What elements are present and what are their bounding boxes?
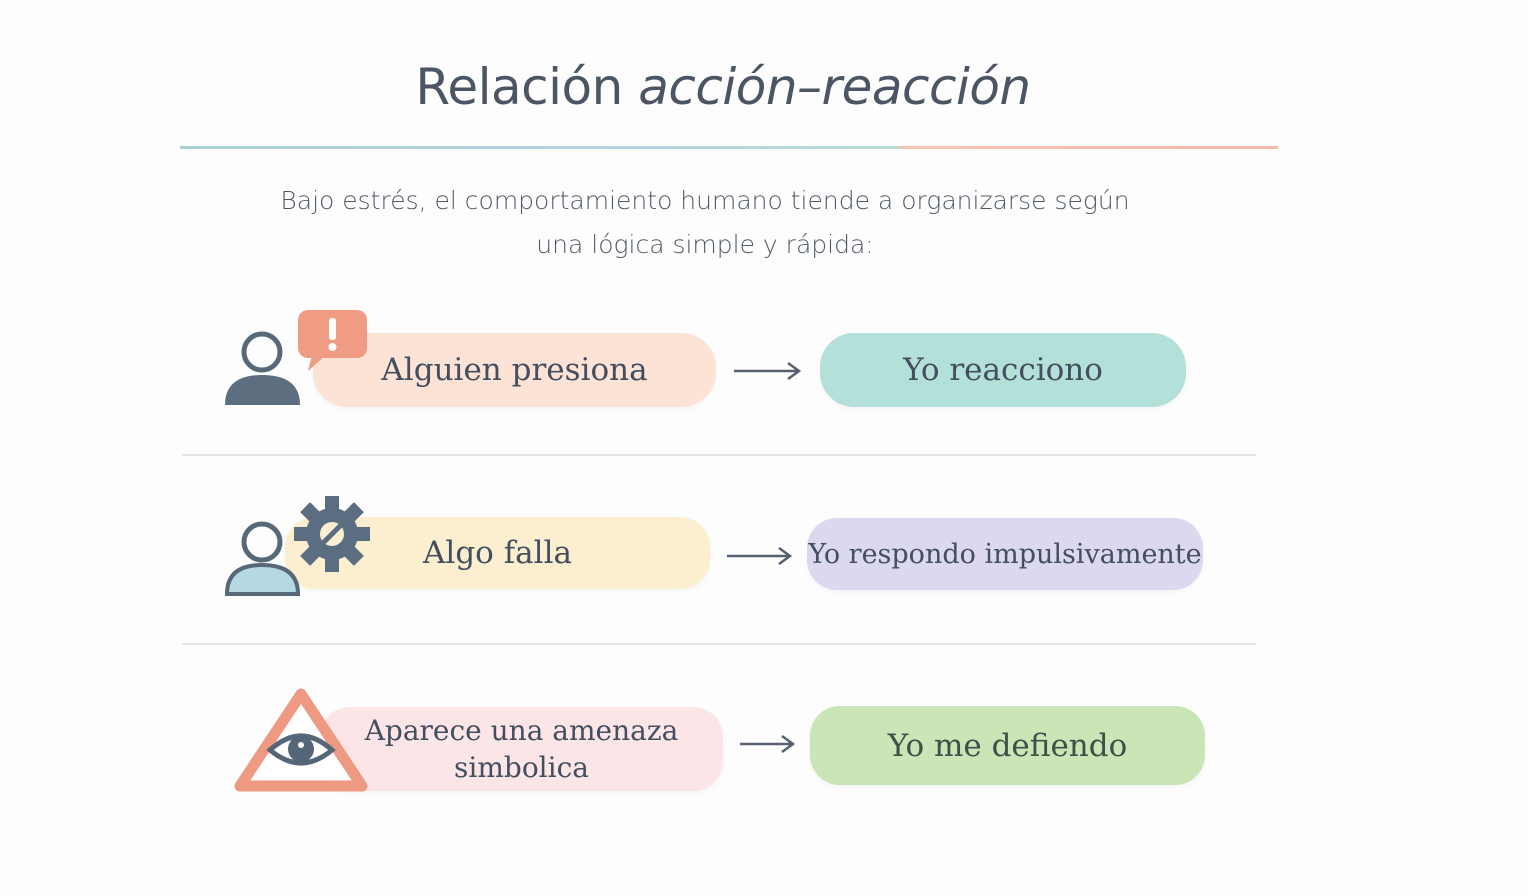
arrow-right-icon [734, 361, 802, 381]
title-italic: acción–reacción [638, 58, 1031, 116]
warning-eye-icon [234, 688, 368, 792]
person-broken-gear-icon [224, 496, 370, 596]
title-plain: Relación [415, 58, 639, 116]
subtitle-line-1: Bajo estrés, el comportamiento humano ti… [280, 186, 1130, 215]
row-divider [182, 643, 1256, 645]
reaction-pill-3: Yo me defiendo [810, 706, 1205, 785]
action-pill-1: Alguien presiona [313, 333, 716, 407]
arrow-right-icon [740, 734, 796, 754]
action-pill-2: Algo falla [285, 517, 710, 589]
row-divider [182, 454, 1256, 456]
action-pill-3: Aparece una amenaza simbolica [320, 707, 723, 791]
person-alert-bubble-icon [225, 310, 367, 405]
reaction-pill-2: Yo respondo impulsivamente [807, 518, 1203, 590]
subtitle-line-2: una lógica simple y rápida: [536, 230, 874, 259]
page-title: Relación acción–reacción [0, 58, 1446, 116]
reaction-pill-1: Yo reacciono [820, 333, 1186, 407]
title-underline [180, 146, 1278, 149]
arrow-right-icon [727, 546, 793, 566]
